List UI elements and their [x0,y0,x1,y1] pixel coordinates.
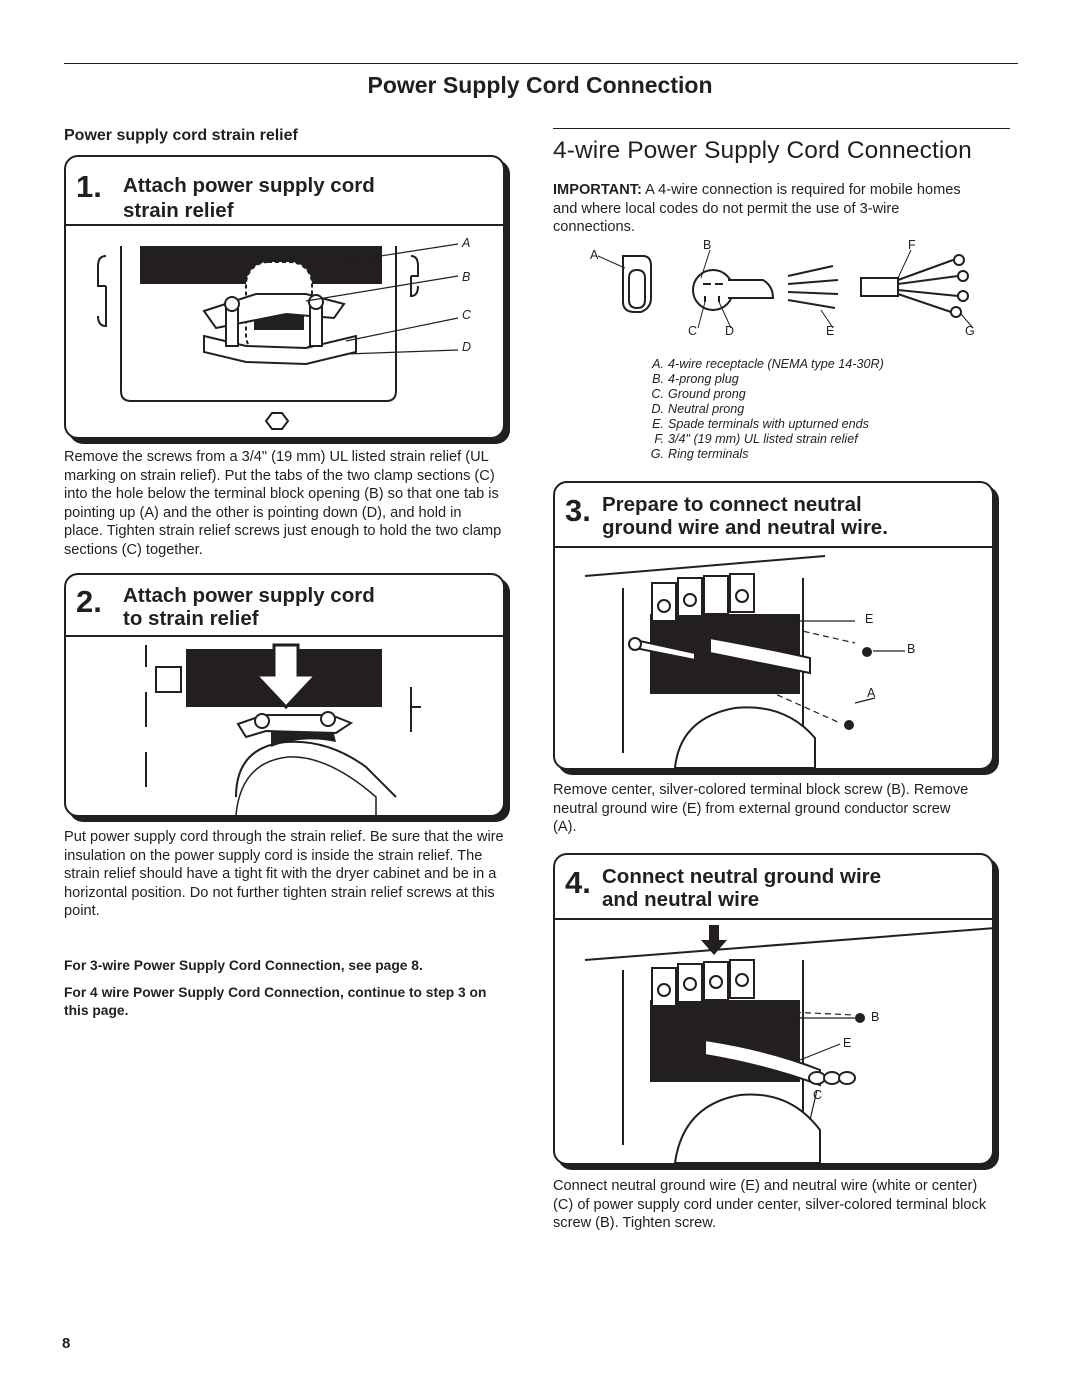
note-3-wire: For 3-wire Power Supply Cord Connection,… [64,958,423,973]
step-2-text: Put power supply cord through the strain… [64,829,504,919]
step-3-label-b: B [907,642,916,656]
step-1-box: 1. Attach power supply cord strain relie… [64,155,505,439]
four-wire-components-figure: A B F C D E G [553,238,983,344]
step-4-label-b: B [871,1010,880,1024]
step-1-label-a: A [462,236,471,250]
note-4-wire: For 4 wire Power Supply Cord Connection,… [64,985,487,1018]
step-4-number: 4. [565,865,591,900]
step-1-label-c: C [462,308,472,322]
top-rule [64,63,1018,64]
legend-item-b: B.4-prong plug [652,372,739,386]
component-label-e: E [826,324,835,338]
step-2-header: 2. Attach power supply cord to strain re… [66,575,503,637]
components-legend: A.4-wire receptacle (NEMA type 14-30R) B… [650,357,970,462]
step-2-title-line2: to strain relief [123,607,259,630]
step-1-title-line1: Attach power supply cord [123,174,375,197]
legend-item-f: F.3/4" (19 mm) UL listed strain relief [654,432,858,446]
step-3-header: 3. Prepare to connect neutral ground wir… [555,483,992,548]
important-label: IMPORTANT: [553,182,642,198]
step-3-title-line2: ground wire and neutral wire. [602,516,888,539]
strain-relief-illustration: A B C D [66,226,503,437]
step-4-label-e: E [843,1036,852,1050]
step-3-title-line1: Prepare to connect neutral [602,493,862,516]
component-label-d: D [725,324,735,338]
component-label-b: B [703,238,712,252]
legend-item-c: C.Ground prong [651,387,746,401]
step-1-title-line2: strain relief [123,199,234,222]
right-column-rule [553,128,1010,129]
legend-item-d: D.Neutral prong [651,402,745,416]
step-4-title-line1: Connect neutral ground wire [602,865,882,888]
terminal-block-illustration-step-3: E B A [555,548,992,768]
step-4-text: Connect neutral ground wire (E) and neut… [553,1178,987,1231]
important-text: A 4-wire connection is required for mobi… [553,182,961,235]
cord-through-strain-relief-illustration [66,637,503,815]
step-4-label-c: C [813,1088,823,1102]
step-3-text: Remove center, silver-colored terminal b… [553,782,969,835]
important-notice: IMPORTANT: A 4-wire connection is requir… [553,181,973,237]
page-number: 8 [62,1335,71,1352]
legend-item-e: E.Spade terminals with upturned ends [652,417,869,431]
legend-item-g: G.Ring terminals [650,447,749,461]
step-4-box: 4. Connect neutral ground wire and neutr… [553,853,994,1165]
step-3-label-a: A [867,686,876,700]
step-4-header: 4. Connect neutral ground wire and neutr… [555,855,992,920]
step-1-label-d: D [462,340,472,354]
legend-item-a: A.4-wire receptacle (NEMA type 14-30R) [652,357,884,371]
step-1-number: 1. [76,169,102,204]
step-3-label-e: E [865,612,874,626]
component-label-f: F [908,238,916,252]
step-2-box: 2. Attach power supply cord to strain re… [64,573,505,817]
strain-relief-subheading: Power supply cord strain relief [64,127,298,144]
step-3-box: 3. Prepare to connect neutral ground wir… [553,481,994,770]
component-label-a: A [590,248,599,262]
step-2-title-line1: Attach power supply cord [123,584,375,607]
component-label-g: G [965,324,975,338]
page-title: Power Supply Cord Connection [367,72,713,98]
terminal-block-illustration-step-4: B E C [555,920,992,1163]
step-2-number: 2. [76,584,102,619]
step-1-header: 1. Attach power supply cord strain relie… [66,157,503,226]
four-wire-heading: 4-wire Power Supply Cord Connection [553,137,972,164]
step-1-text: Remove the screws from a 3/4" (19 mm) UL… [64,449,502,558]
step-1-label-b: B [462,270,471,284]
component-label-c: C [688,324,698,338]
step-4-title-line2: and neutral wire [602,888,760,911]
step-3-number: 3. [565,493,591,528]
